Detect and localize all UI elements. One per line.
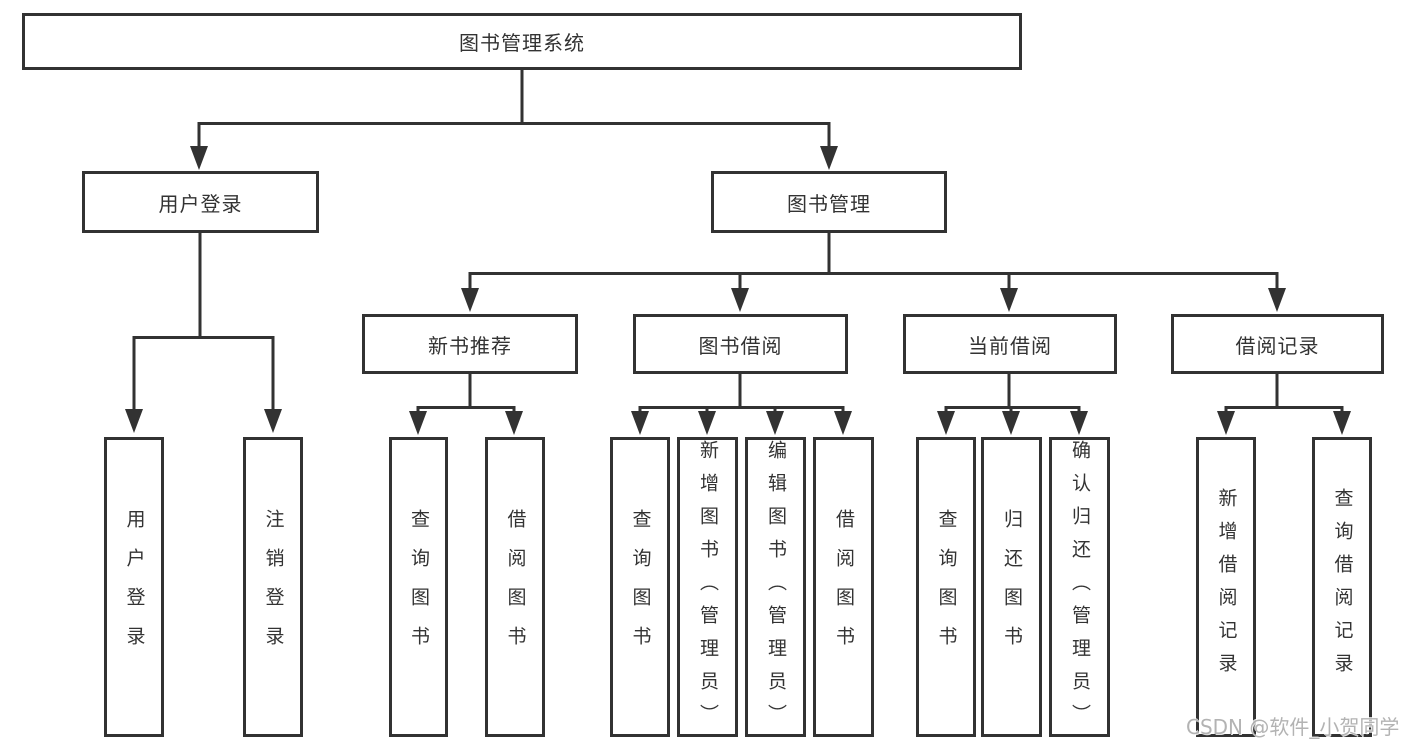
node-label: 借阅记录	[1235, 333, 1320, 358]
node-book-borrow: 图书借阅	[633, 314, 848, 374]
leaf-label: 新增图书（管理员）	[697, 440, 719, 737]
leaf-label: 查询借阅记录	[1331, 488, 1354, 686]
node-label: 图书管理	[787, 191, 871, 216]
connector-user-login-split	[132, 233, 275, 412]
leaf-confirm-return-admin: 确认归还（管理员）	[1049, 437, 1110, 737]
leaf-label: 查询图书	[408, 509, 430, 665]
node-label: 图书借阅	[698, 333, 783, 358]
leaf-query-borrow-record: 查询借阅记录	[1312, 437, 1372, 737]
leaf-label: 查询图书	[935, 509, 958, 665]
connector-book-management-split	[468, 233, 1279, 292]
leaf-query-book-3: 查询图书	[916, 437, 976, 737]
node-label: 图书管理系统	[459, 31, 585, 55]
leaf-edit-book-admin: 编辑图书（管理员）	[745, 437, 806, 737]
csdn-watermark: CSDN @软件_小贺同学	[1186, 715, 1400, 739]
leaf-query-book-1: 查询图书	[389, 437, 448, 737]
leaf-add-borrow-record: 新增借阅记录	[1196, 437, 1256, 737]
leaf-logout: 注销登录	[243, 437, 303, 737]
connector-borrow-record-split	[1224, 373, 1344, 414]
node-user-login: 用户登录	[82, 171, 319, 233]
leaf-label: 用户登录	[123, 509, 146, 665]
leaf-label: 查询图书	[629, 509, 652, 665]
connector-new-book-split	[416, 373, 516, 414]
leaf-label: 新增借阅记录	[1215, 488, 1238, 686]
leaf-borrow-book-2: 借阅图书	[813, 437, 874, 737]
leaf-return-book: 归还图书	[981, 437, 1042, 737]
leaf-add-book-admin: 新增图书（管理员）	[677, 437, 738, 737]
node-label: 当前借阅	[968, 333, 1052, 358]
node-library-management-system: 图书管理系统	[22, 13, 1022, 70]
connector-book-borrow-split	[638, 373, 845, 414]
leaf-user-login: 用户登录	[104, 437, 164, 737]
leaf-label: 注销登录	[262, 509, 285, 665]
arrowheads	[125, 146, 1351, 435]
node-borrow-record: 借阅记录	[1171, 314, 1384, 374]
leaf-query-book-2: 查询图书	[610, 437, 670, 737]
leaf-label: 编辑图书（管理员）	[765, 440, 787, 737]
node-book-management: 图书管理	[711, 171, 947, 233]
node-new-book-recommend: 新书推荐	[362, 314, 578, 374]
node-label: 用户登录	[158, 191, 243, 216]
leaf-label: 借阅图书	[833, 509, 855, 665]
node-current-borrow: 当前借阅	[903, 314, 1117, 374]
node-label: 新书推荐	[428, 333, 512, 358]
leaf-label: 借阅图书	[504, 509, 527, 665]
leaf-borrow-book-1: 借阅图书	[485, 437, 545, 737]
connector-root-split	[197, 122, 831, 150]
leaf-label: 归还图书	[1001, 509, 1023, 665]
connector-current-borrow-split	[944, 373, 1081, 414]
leaf-label: 确认归还（管理员）	[1069, 440, 1091, 737]
